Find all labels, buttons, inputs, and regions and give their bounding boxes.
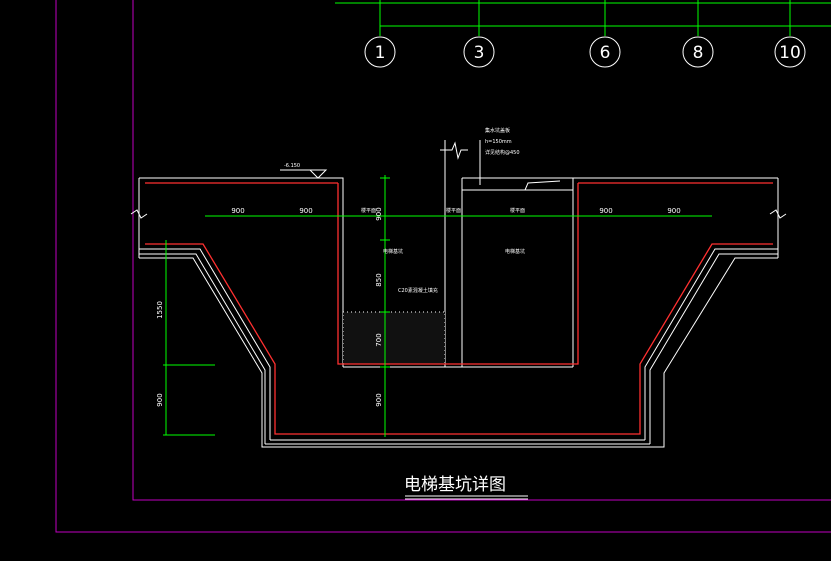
note-top-3: 详见结构@450 [485, 149, 520, 156]
pit-section [130, 140, 787, 448]
grid-axis-1: 1 [364, 0, 396, 68]
dim-left-lower: 900 [156, 393, 164, 406]
note-floor-mid: 楼平面 [446, 207, 461, 214]
dim-left-a: 900 [231, 207, 244, 215]
note-floor-right: 楼平面 [510, 207, 525, 214]
drawing-title: 电梯基坑详图 [404, 475, 528, 500]
note-pit-left: 电梯基坑 [383, 248, 403, 255]
note-top-2: h=150mm [485, 139, 512, 145]
grid-axis-8: 8 [682, 0, 714, 68]
dimension-lines [163, 175, 712, 437]
drawing-title-text: 电梯基坑详图 [404, 475, 506, 495]
elevation-marker: -6.150 [280, 163, 328, 179]
grid-axis-label: 8 [693, 43, 704, 63]
grid-axis-label: 3 [474, 43, 485, 63]
dim-left-b: 900 [299, 207, 312, 215]
note-concrete: C20素混凝土填充 [398, 287, 438, 294]
grid-axis-label: 10 [779, 43, 801, 63]
grid-axes: 1 3 6 8 10 [335, 0, 831, 68]
grid-axis-6: 6 [589, 0, 621, 68]
note-floor-left: 楼平面 [361, 207, 376, 214]
note-top-1: 集水坑盖板 [485, 127, 510, 134]
dim-center-bottom: 900 [375, 393, 383, 406]
dim-right-a: 900 [599, 207, 612, 215]
dim-left-upper: 1550 [156, 301, 164, 319]
grid-axis-10: 10 [774, 0, 806, 68]
annotation-notes: 集水坑盖板 h=150mm 详见结构@450 楼平面 楼平面 楼平面 电梯基坑 … [361, 127, 525, 294]
rebar-lines [145, 182, 773, 435]
grid-axis-label: 6 [600, 43, 611, 63]
elevation-label: -6.150 [284, 163, 300, 169]
sheet-frame [55, 0, 831, 533]
dimension-texts: 900 900 900 900 900 850 700 900 1550 900 [156, 207, 681, 407]
dim-center-top: 900 [375, 207, 383, 220]
dim-center-mid: 850 [375, 273, 383, 286]
dim-right-b: 900 [667, 207, 680, 215]
note-pit-right: 电梯基坑 [505, 248, 525, 255]
grid-axis-3: 3 [463, 0, 495, 68]
grid-axis-label: 1 [375, 43, 386, 63]
dim-center-low: 700 [375, 333, 383, 346]
